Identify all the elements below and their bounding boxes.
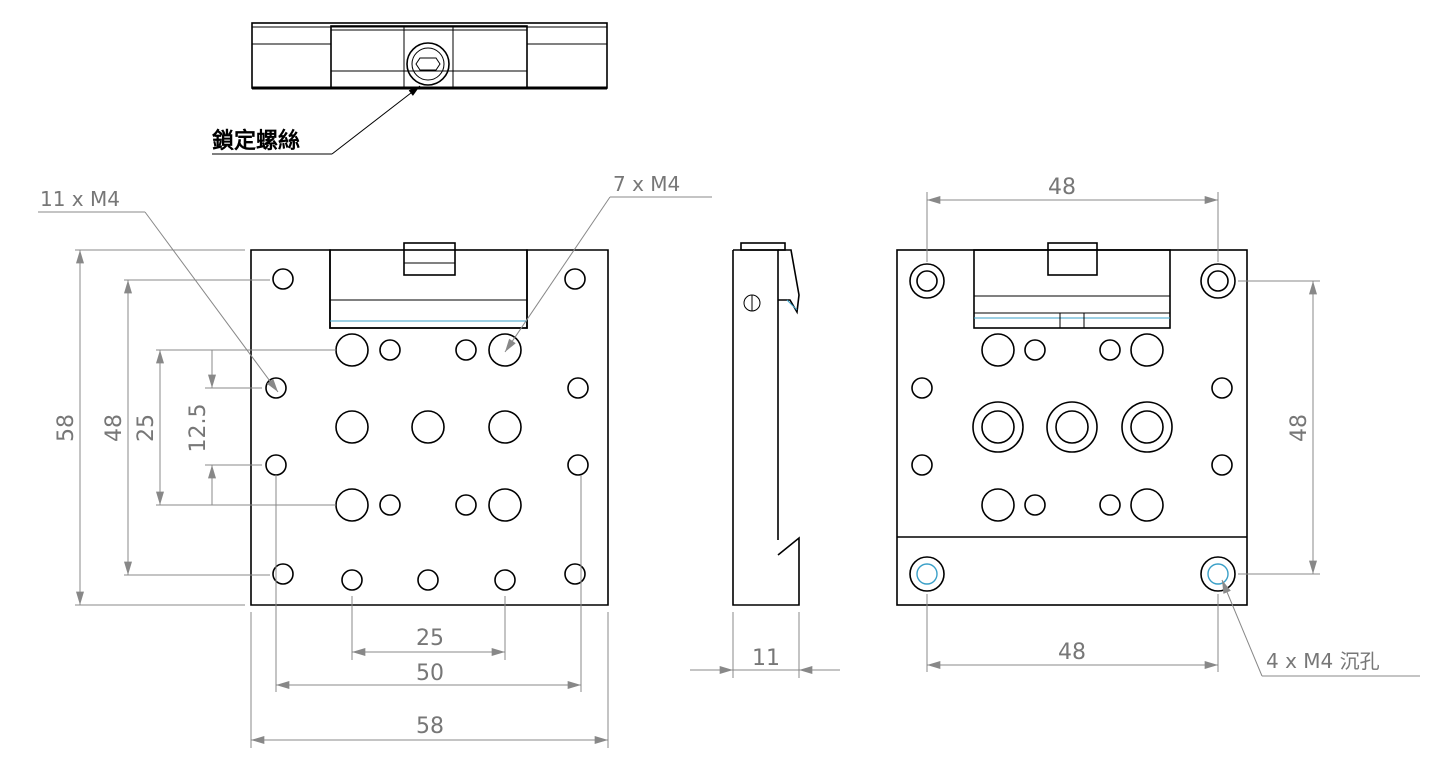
- counterbore-hole: [916, 563, 938, 585]
- counterbore-hole: [1207, 563, 1229, 585]
- dim-front-48: 48: [102, 414, 127, 442]
- callout-11xm4: 11 x M4: [38, 187, 279, 393]
- dim-front-12-5: 12.5: [186, 404, 211, 453]
- lock-screw-icon: [406, 42, 450, 86]
- dim-bottom-25: 25: [416, 626, 444, 651]
- dim-back-bottom-48: 48: [1058, 640, 1086, 665]
- lock-screw-callout: 鎖定螺絲: [212, 85, 421, 155]
- back-dimensions: 48 48 48: [926, 175, 1320, 672]
- side-view: 11: [690, 242, 840, 678]
- label-7xm4: 7 x M4: [613, 172, 680, 196]
- dim-front-25: 25: [134, 414, 159, 442]
- back-view: [896, 242, 1248, 606]
- screw-icon: [743, 294, 761, 312]
- callout-counterbore: 4 x M4 沉孔: [1221, 579, 1420, 677]
- top-view: [251, 22, 608, 90]
- label-11xm4: 11 x M4: [40, 187, 120, 211]
- callout-7xm4: 7 x M4: [504, 172, 712, 353]
- dim-bottom-50: 50: [416, 661, 444, 686]
- front-dimensions: 58 48 25 12.5 25 50 58: [54, 249, 609, 748]
- front-view: [250, 242, 609, 606]
- label-counterbore: 4 x M4 沉孔: [1266, 649, 1380, 673]
- dim-side-11: 11: [752, 646, 780, 671]
- dim-bottom-58: 58: [416, 714, 444, 739]
- dim-back-right-48: 48: [1287, 414, 1312, 442]
- dim-front-height: 58: [54, 414, 79, 442]
- dim-back-top-48: 48: [1048, 175, 1076, 200]
- mounting-holes: [265, 268, 589, 591]
- lock-screw-label: 鎖定螺絲: [212, 128, 300, 154]
